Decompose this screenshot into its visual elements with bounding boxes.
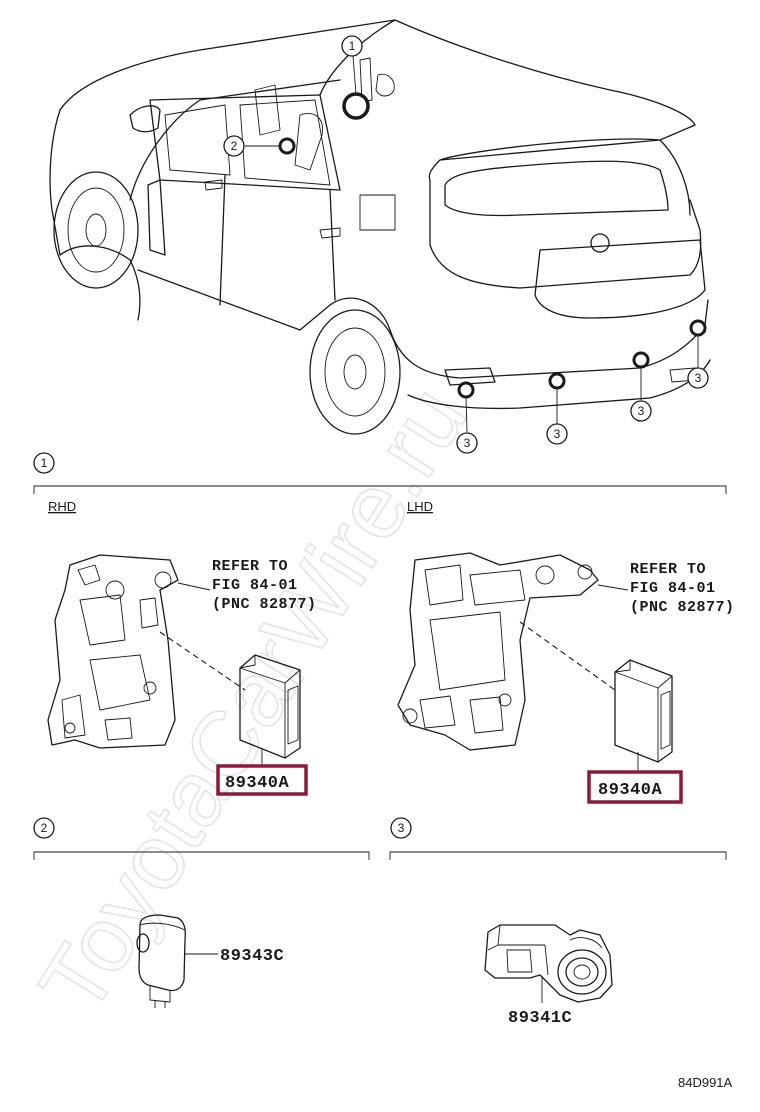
rhd-pedal-bracket [47, 554, 179, 749]
callout-label: 2 [231, 139, 238, 153]
rhd-refer-leader [177, 582, 211, 591]
park-sensor-part [484, 924, 613, 1003]
callout-label: 3 [554, 427, 561, 441]
lhd-ecu-part-number: 89340A [598, 781, 663, 800]
lhd-refer-leader [597, 584, 629, 591]
section-2-header: 2 [33, 817, 370, 860]
rain-light-sensor-marker [342, 92, 370, 120]
park-sensor-marker [548, 372, 566, 390]
refer-line-1: REFER TO [630, 561, 706, 578]
lhd-label: LHD [407, 499, 433, 514]
lhd-dash-guide [519, 621, 616, 691]
refer-line-1: REFER TO [212, 558, 288, 575]
vehicle-illustration [49, 19, 711, 435]
rhd-ecu-part-number: 89340A [225, 774, 290, 793]
callout-label: 3 [638, 404, 645, 418]
park-sensor-part-number: 89341C [508, 1009, 572, 1028]
section-number: 1 [41, 456, 48, 470]
callout-label: 3 [464, 436, 471, 450]
section-number: 2 [41, 821, 48, 835]
lhd-ecu-highlight [587, 770, 683, 804]
callout-3-a: 3 [456, 432, 478, 454]
refer-line-2: FIG 84-01 [630, 580, 716, 597]
rhd-dash-guide [159, 631, 246, 691]
callout-label: 3 [695, 371, 702, 385]
watermark: ToyotaCarWire.ru [20, 370, 486, 1031]
rhd-label: RHD [48, 499, 76, 514]
mirror-sensor-part [136, 914, 186, 1008]
lhd-pedal-bracket [397, 552, 599, 751]
refer-line-3: (PNC 82877) [212, 596, 317, 613]
mirror-sensor-marker [278, 137, 296, 155]
callout-3-b: 3 [546, 423, 568, 445]
refer-line-3: (PNC 82877) [630, 599, 735, 616]
section-1-header: 1 RHD LHD [33, 452, 727, 514]
park-sensor-marker [457, 381, 475, 399]
rhd-ecu-module [239, 654, 301, 766]
lhd-ecu-module [614, 659, 673, 772]
rhd-ecu-highlight [216, 764, 308, 796]
callout-2-top: 2 [223, 135, 245, 157]
park-sensor-marker [632, 351, 650, 369]
callout-3-d: 3 [687, 367, 709, 389]
section-3-header: 3 [389, 817, 727, 860]
vehicle-sensor-markers [278, 92, 707, 399]
section-number: 3 [398, 821, 405, 835]
rhd-refer-note: REFER TO FIG 84-01 (PNC 82877) [212, 558, 317, 613]
mirror-sensor-part-number: 89343C [220, 947, 284, 966]
callout-1-top: 1 [341, 35, 363, 57]
figure-code: 84D991A [678, 1075, 733, 1090]
callout-label: 1 [349, 39, 356, 53]
lhd-refer-note: REFER TO FIG 84-01 (PNC 82877) [630, 561, 735, 616]
callout-leaders [245, 55, 699, 433]
refer-line-2: FIG 84-01 [212, 577, 298, 594]
callout-3-c: 3 [630, 400, 652, 422]
park-sensor-marker [689, 319, 707, 337]
